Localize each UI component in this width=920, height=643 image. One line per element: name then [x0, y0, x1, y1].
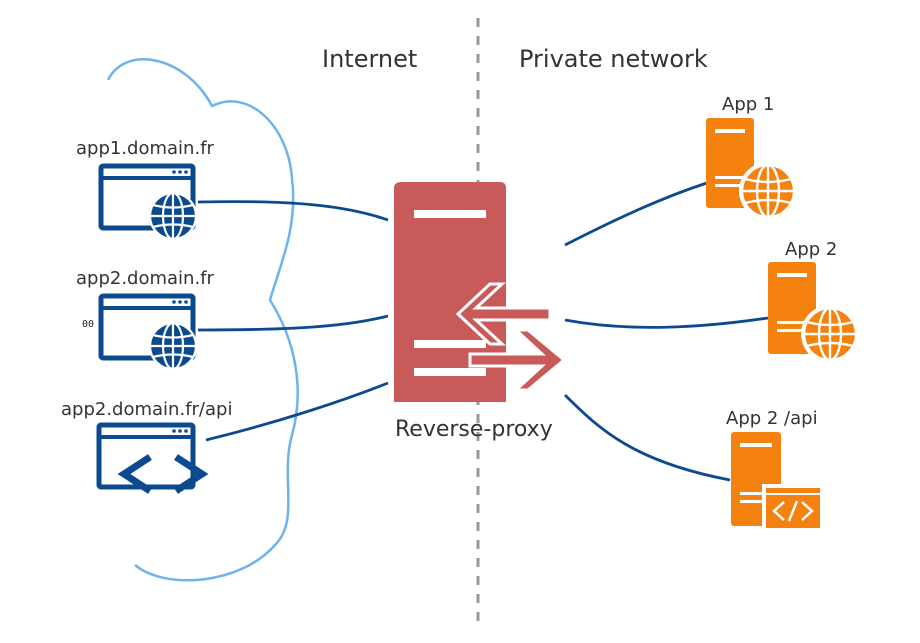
link-app1-client-to-proxy	[197, 200, 389, 222]
link-proxy-to-app2-api	[564, 394, 731, 482]
link-api-client-to-proxy	[205, 381, 389, 442]
proxy-label: Reverse-proxy	[395, 417, 553, 442]
server-label-app2: App 2	[785, 239, 837, 260]
client-label-api: app2.domain.fr/api	[61, 399, 232, 420]
client-label-app1: app1.domain.fr	[76, 138, 215, 159]
server-label-app2-api: App 2 /api	[726, 408, 818, 429]
private-network-zone-label: Private network	[519, 45, 708, 73]
connections	[197, 180, 769, 482]
client-label-app2: app2.domain.fr	[76, 268, 215, 289]
browser-code-icon	[96, 422, 209, 494]
link-proxy-to-app1	[564, 180, 711, 247]
internet-zone-label: Internet	[322, 45, 417, 73]
internet-cloud-outline	[106, 58, 299, 582]
server-code-icon	[731, 432, 824, 532]
browser-globe-icon	[98, 163, 198, 241]
client-badge: 00	[82, 319, 94, 330]
link-proxy-to-app2	[564, 316, 769, 329]
browser-globe-icon	[98, 293, 198, 371]
server-globe-icon	[706, 118, 797, 220]
link-app2-client-to-proxy	[197, 314, 389, 332]
reverse-proxy-server-icon	[394, 182, 567, 402]
server-globe-icon	[768, 262, 859, 363]
server-label-app1: App 1	[722, 94, 774, 115]
